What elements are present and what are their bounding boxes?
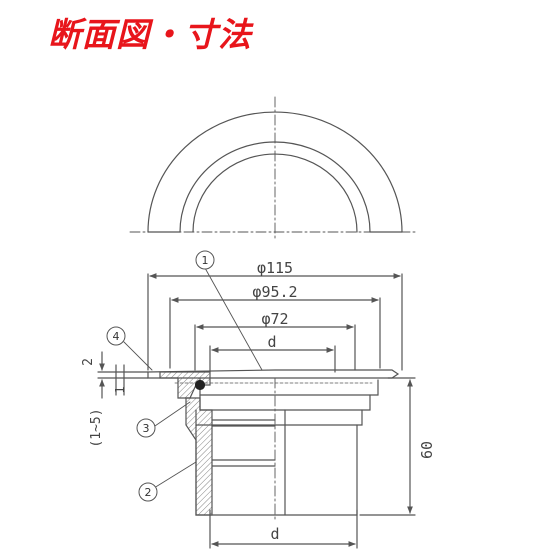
outer-diameter-label: φ115 [257, 259, 293, 277]
page-title: 断面図・寸法 [48, 15, 252, 54]
flange-offset-label: 1 [113, 386, 127, 393]
floor-range-label: (1~5) [89, 408, 104, 447]
callout-circles [106, 250, 215, 502]
section-body [147, 369, 400, 521]
callout-3: 3 [143, 422, 150, 435]
callout-2: 2 [145, 486, 152, 499]
callout-1: 1 [202, 254, 209, 267]
top-view [129, 96, 416, 239]
dimension-lines [97, 273, 416, 549]
mid-diameter-label: φ95.2 [252, 283, 297, 301]
callout-leaders [123, 267, 263, 489]
pipe-bottom-label: d [270, 525, 279, 543]
height-label: 60 [418, 441, 436, 459]
flange-thickness-label: 2 [81, 358, 96, 366]
inner-diameter-label: φ72 [261, 310, 288, 328]
pipe-top-label: d [267, 333, 276, 351]
callout-4: 4 [113, 330, 120, 343]
